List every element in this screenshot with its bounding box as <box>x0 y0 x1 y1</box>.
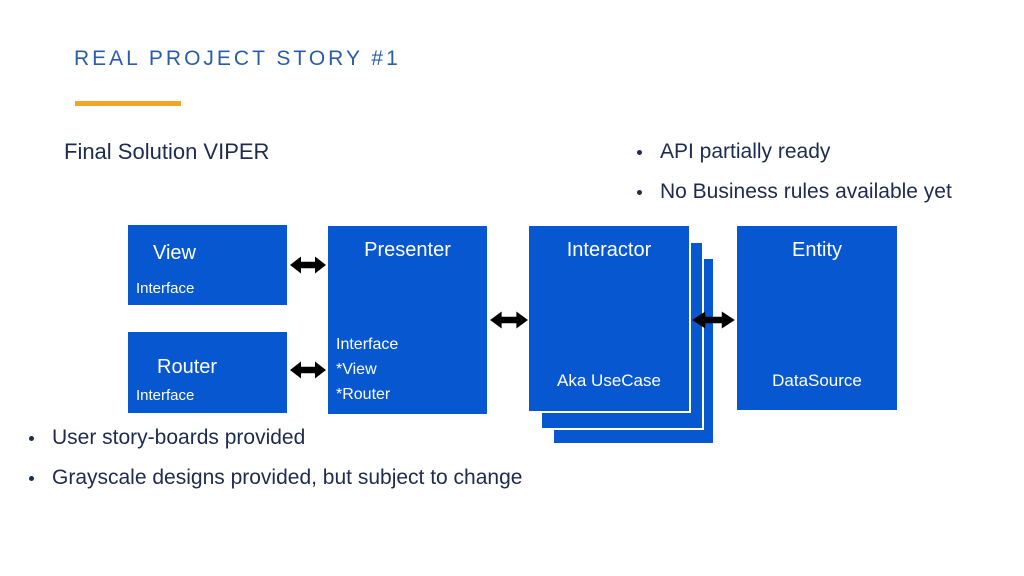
presenter-detail-line: *Router <box>336 386 391 403</box>
bullet-item: User story-boards provided <box>29 426 522 450</box>
bullet-text: User story-boards provided <box>52 426 306 449</box>
bullet-item: API partially ready <box>637 140 952 164</box>
double-arrow-view-presenter-icon <box>290 256 326 274</box>
view-box: View Interface <box>126 223 289 307</box>
bullet-item: No Business rules available yet <box>637 180 952 204</box>
entity-box-title: Entity <box>791 239 843 261</box>
router-box-title: Router <box>157 356 218 378</box>
double-arrow-presenter-interactor-icon <box>490 311 528 329</box>
double-arrow-interactor-entity-icon <box>692 311 735 329</box>
presenter-detail-line: *View <box>336 361 377 378</box>
right-bullet-list: API partially ready No Business rules av… <box>637 140 952 220</box>
bullet-text: API partially ready <box>660 140 831 163</box>
slide-title: REAL PROJECT STORY #1 <box>74 47 401 70</box>
view-box-subtitle: Interface <box>136 280 195 297</box>
bullet-dot <box>637 149 642 155</box>
router-box-subtitle: Interface <box>136 387 195 404</box>
slide-subtitle: Final Solution VIPER <box>64 139 270 164</box>
view-box-title: View <box>153 242 196 264</box>
bullet-dot <box>637 189 642 195</box>
router-box: Router Interface <box>126 330 289 415</box>
presenter-detail-line: Interface <box>336 336 399 353</box>
title-underline <box>75 101 181 106</box>
bullet-item: Grayscale designs provided, but subject … <box>29 466 522 490</box>
interactor-box-subtitle: Aka UseCase <box>557 371 661 390</box>
entity-box-subtitle: DataSource <box>772 371 862 390</box>
presenter-box: Presenter Interface *View *Router <box>326 224 489 416</box>
bullet-text: No Business rules available yet <box>660 180 952 203</box>
presenter-box-title: Presenter <box>364 239 451 261</box>
bullet-text: Grayscale designs provided, but subject … <box>52 466 523 489</box>
double-arrow-router-presenter-icon <box>290 361 326 379</box>
entity-box: Entity DataSource <box>735 224 899 412</box>
bottom-bullet-list: User story-boards provided Grayscale des… <box>29 426 522 506</box>
presenter-box-details: Interface *View *Router <box>336 332 398 407</box>
bullet-dot <box>29 475 34 481</box>
interactor-box: Interactor Aka UseCase <box>527 224 691 413</box>
bullet-dot <box>29 435 34 441</box>
interactor-box-title: Interactor <box>566 239 652 261</box>
